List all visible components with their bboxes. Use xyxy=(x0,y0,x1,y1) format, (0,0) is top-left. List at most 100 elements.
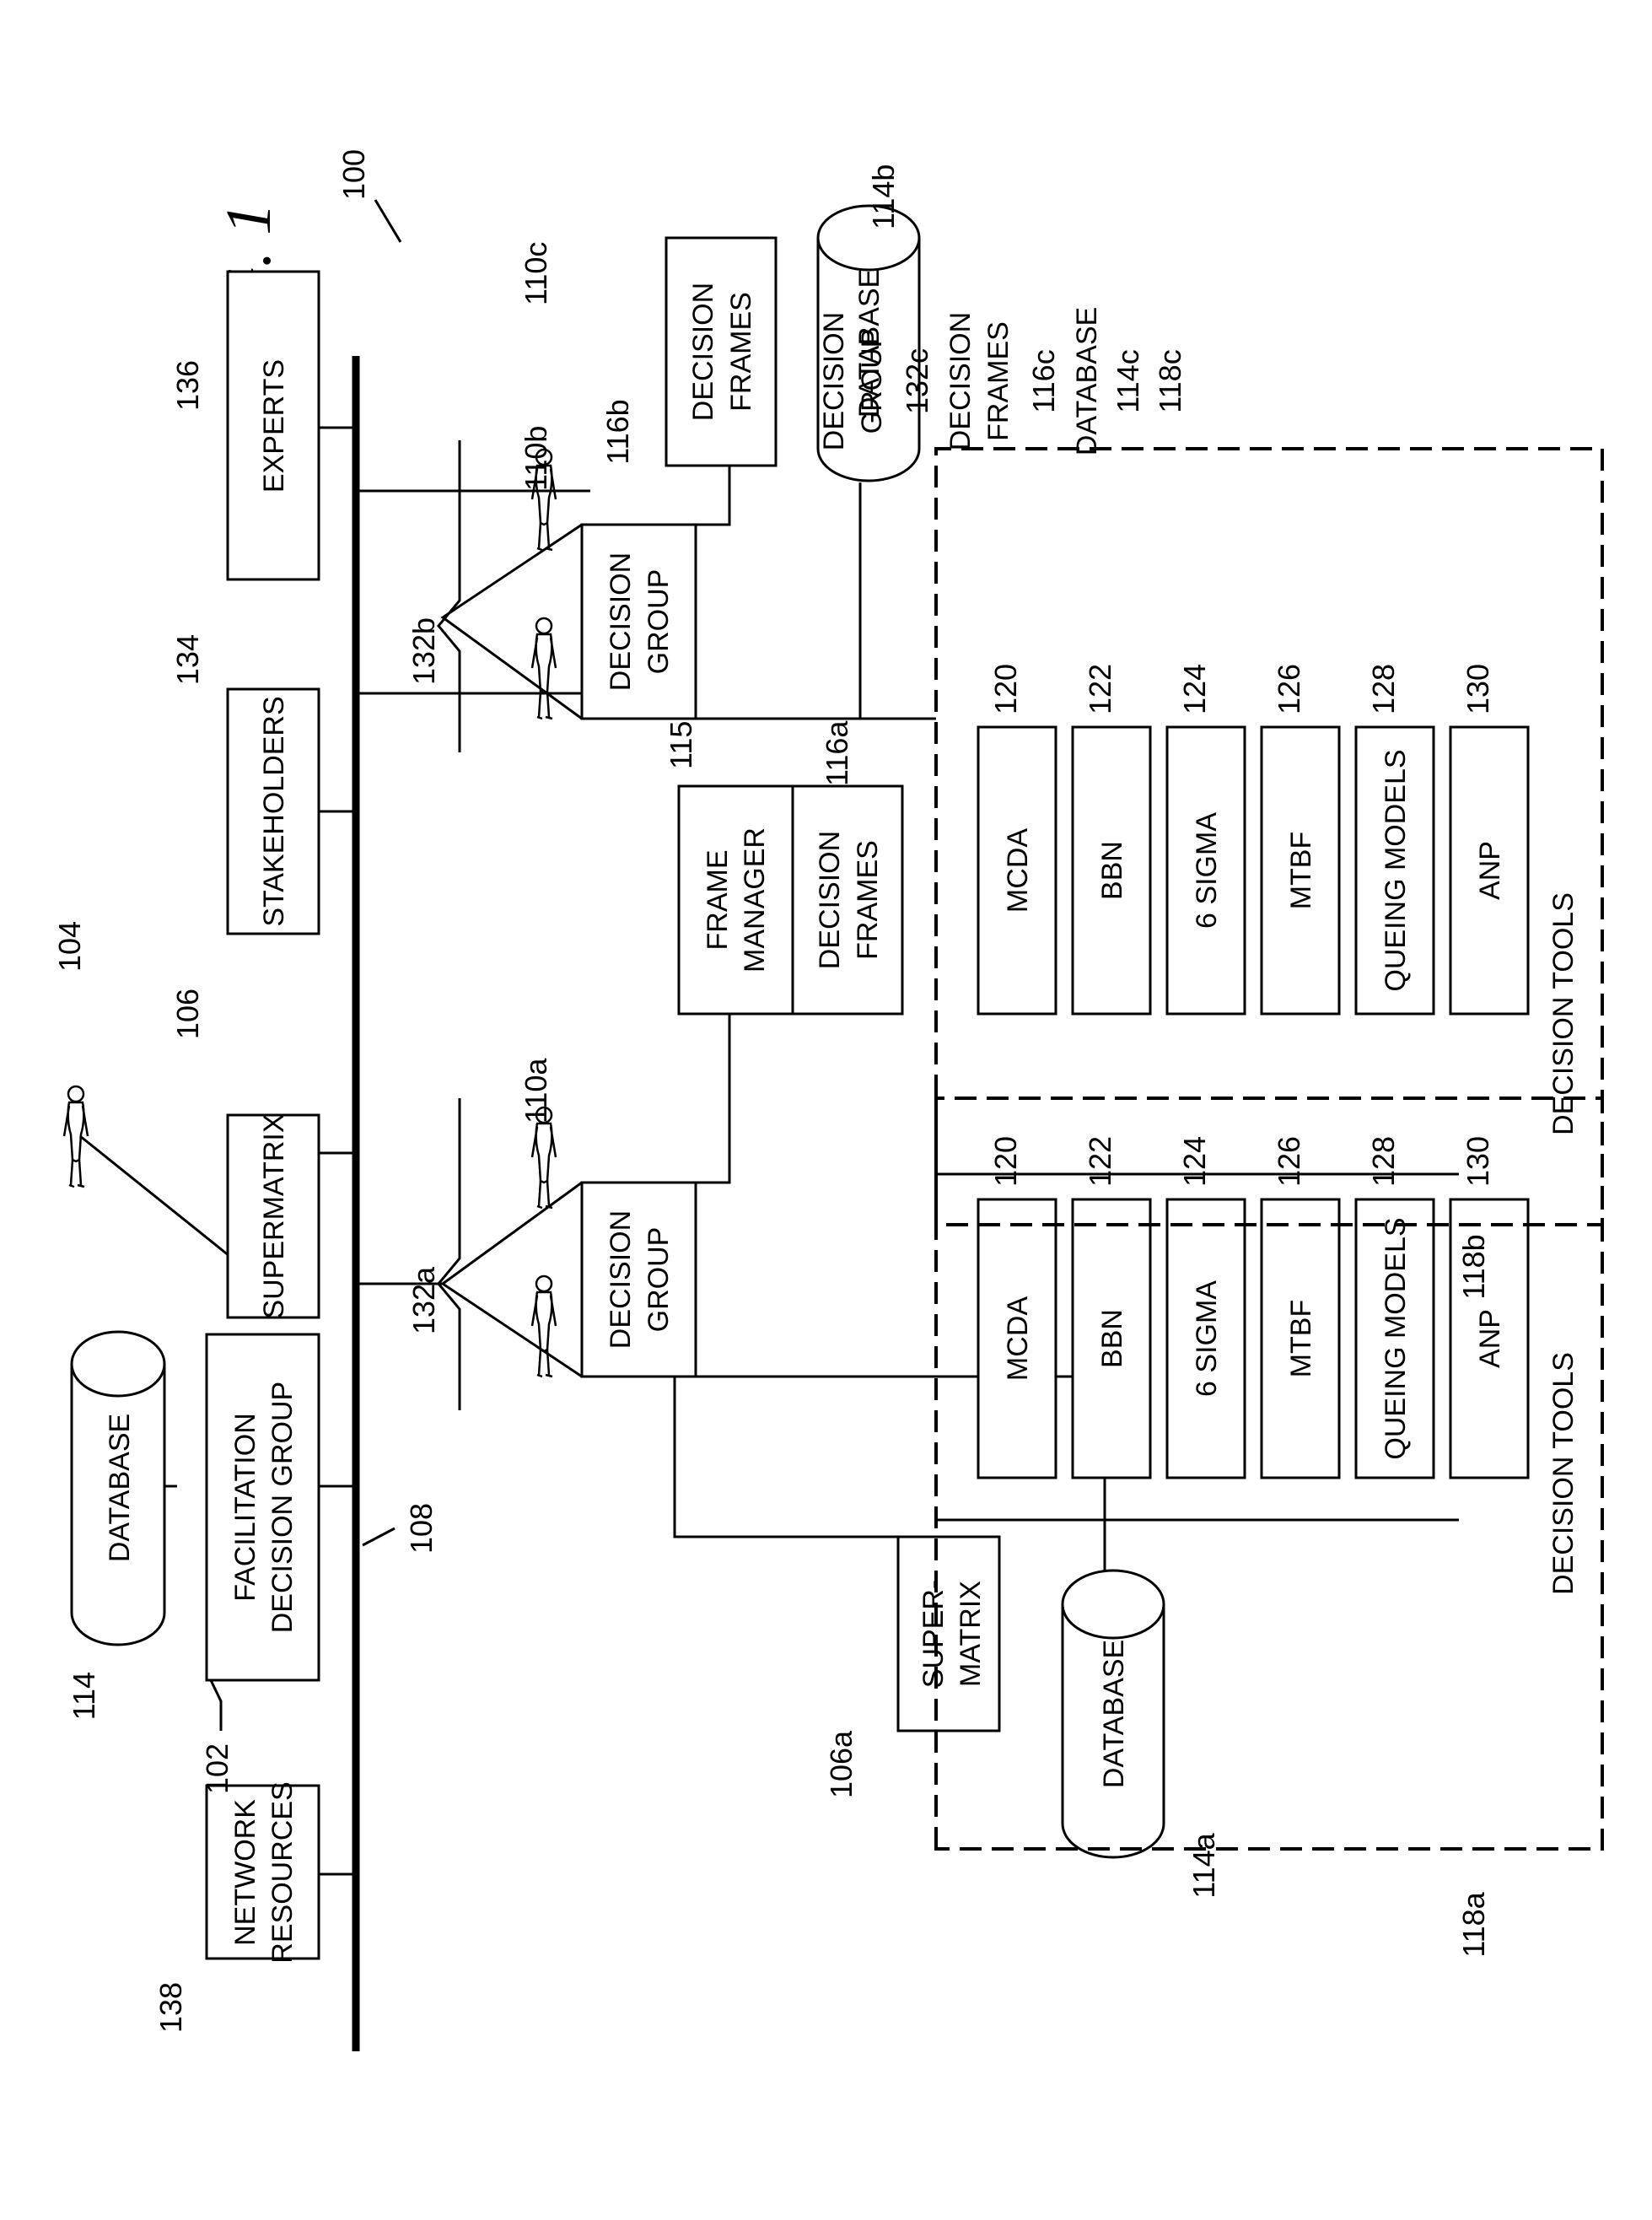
top-connectors xyxy=(319,428,356,1874)
group-a-decision-line2: GROUP xyxy=(643,1227,675,1333)
group-a-people-links xyxy=(443,1183,582,1377)
group-c-frames-line1: DECISION xyxy=(944,312,977,450)
facilitation-line1: FACILITATION xyxy=(229,1413,261,1602)
supermatrix-ref: 106 xyxy=(170,989,205,1039)
group-c-decision-line1: DECISION xyxy=(818,312,850,450)
group-b-decision-frames-box xyxy=(666,238,776,466)
group-b-frames-line2: FRAMES xyxy=(725,292,757,412)
group-a-tools-title: DECISION TOOLS xyxy=(1547,1352,1579,1595)
group-b-frames-connector xyxy=(658,466,729,525)
group-a-tool-3-ref: 124 xyxy=(1177,1136,1212,1187)
group-a-database-label: DATABASE xyxy=(1098,1640,1130,1788)
network-resources-ref: 138 xyxy=(153,1982,188,2033)
group-a-person-1-icon xyxy=(532,1276,556,1377)
group-c-database-ref: 114c xyxy=(1111,349,1145,412)
group-b-frames-ref: 116b xyxy=(600,399,635,464)
group-a-tool-4: MTBF xyxy=(1285,1300,1317,1378)
group-b-decision-ref: 110b xyxy=(519,426,553,491)
group-c-decision-line2: GROUP xyxy=(856,329,888,434)
group-a-frame-manager-box xyxy=(679,786,793,1014)
group-c-people-ref: 132c xyxy=(900,348,934,414)
group-c-tools-ref: 118c xyxy=(1153,349,1187,412)
group-a-people-brace xyxy=(439,1098,460,1410)
experts-ref: 136 xyxy=(170,360,205,411)
group-b-tool-4-ref: 126 xyxy=(1272,664,1306,714)
group-a-supermatrix-ref: 106a xyxy=(824,1730,858,1798)
person-104-link xyxy=(80,1136,238,1263)
group-b-person-1-icon xyxy=(532,618,556,719)
network-resources-line1: NETWORK xyxy=(229,1799,261,1946)
group-c-frames-ref: 116c xyxy=(1026,349,1061,412)
group-b-tool-2-ref: 122 xyxy=(1083,664,1117,714)
group-a-frame-connector xyxy=(658,1014,729,1183)
figure-ref: 100 xyxy=(336,149,371,200)
group-a-frames-line2: FRAMES xyxy=(852,840,884,960)
group-b-tool-5-ref: 128 xyxy=(1366,664,1401,714)
group-b-decision-line1: DECISION xyxy=(605,552,637,691)
group-a-tool-1-ref: 120 xyxy=(988,1136,1023,1187)
bus-ref: 108 xyxy=(404,1503,439,1554)
group-a-frames-line1: DECISION xyxy=(814,831,846,969)
group-c-frames-line2: FRAMES xyxy=(982,321,1014,441)
facilitation-decision-group-box xyxy=(207,1334,319,1680)
group-a-decision-line1: DECISION xyxy=(605,1210,637,1349)
group-b-people-links xyxy=(443,525,582,719)
rotated-drawing: FIG. 1 100 108 NETWORK RESOURCES 138 FAC… xyxy=(52,149,1602,2051)
group-a-decision-ref: 110a xyxy=(519,1058,553,1123)
group-a-tool-2-ref: 122 xyxy=(1083,1136,1117,1187)
group-c-decision-ref: 110c xyxy=(519,242,553,305)
facilitation-ref: 102 xyxy=(200,1743,234,1794)
group-b-tool-3-ref: 124 xyxy=(1177,664,1212,714)
group-a-tool-4-ref: 126 xyxy=(1272,1136,1306,1187)
group-b-tool-2: BBN xyxy=(1096,841,1128,900)
facilitation-ref-leader xyxy=(211,1680,221,1731)
group-c-database-label: DATABASE xyxy=(1071,307,1103,455)
person-104-ref: 104 xyxy=(52,921,87,972)
group-a-supermatrix-connector xyxy=(675,1377,961,1537)
group-a-supermatrix-line1: SUPER- xyxy=(917,1580,950,1688)
group-a-people-ref: 132a xyxy=(406,1266,441,1334)
supermatrix-label: SUPERMATRIX xyxy=(258,1113,290,1318)
group-b-database-ref: 114b xyxy=(866,164,901,229)
group-a-frame-manager-line1: FRAME xyxy=(702,850,734,951)
group-a-decision-frames-box xyxy=(793,786,902,1014)
top-database-label: DATABASE xyxy=(104,1414,136,1562)
group-b-people-ref: 132b xyxy=(406,617,441,685)
group-b-decision-group-box xyxy=(582,525,696,719)
group-a-decision-group-box xyxy=(582,1183,696,1377)
top-database-ref: 114 xyxy=(67,1672,101,1720)
group-a-tool-5: QUEING MODELS xyxy=(1380,1217,1412,1459)
group-b-decision-line2: GROUP xyxy=(643,569,675,675)
group-a-frames-ref: 116a xyxy=(820,720,854,786)
facilitation-line2: DECISION GROUP xyxy=(266,1382,299,1633)
stakeholders-ref: 134 xyxy=(170,634,205,685)
group-b-tool-6-ref: 130 xyxy=(1461,664,1495,714)
experts-label: EXPERTS xyxy=(258,359,290,493)
group-a-database-ref: 114a xyxy=(1187,1832,1221,1898)
group-b-tools xyxy=(978,727,1528,1014)
group-b-frames-line1: DECISION xyxy=(687,283,719,421)
group-a-frame-manager-line2: MANAGER xyxy=(739,827,771,973)
group-b-tool-4: MTBF xyxy=(1285,832,1317,910)
group-b-tool-3: 6 SIGMA xyxy=(1191,812,1223,929)
group-a-tool-5-ref: 128 xyxy=(1366,1136,1401,1187)
group-b-tool-5: QUEING MODELS xyxy=(1380,749,1412,991)
group-b-tools-ref: 118b xyxy=(1456,1234,1491,1299)
group-a-tools-ref: 118a xyxy=(1456,1891,1491,1957)
facilitator-person-icon xyxy=(64,1086,88,1187)
network-resources-line2: RESOURCES xyxy=(266,1781,299,1963)
group-b-tool-6: ANP xyxy=(1474,841,1506,900)
group-a-supermatrix-line2: MATRIX xyxy=(955,1581,987,1687)
network-resources-box xyxy=(207,1786,319,1959)
group-b-tool-1-ref: 120 xyxy=(988,664,1023,714)
figure-ref-arrow xyxy=(375,200,401,242)
group-b-tool-1: MCDA xyxy=(1002,828,1034,913)
bus-ref-leader xyxy=(363,1528,395,1545)
group-a-tool-2: BBN xyxy=(1096,1309,1128,1368)
group-a-tools xyxy=(978,1199,1528,1478)
group-b-tools-title: DECISION TOOLS xyxy=(1547,892,1579,1135)
group-a-tool-3: 6 SIGMA xyxy=(1191,1280,1223,1397)
group-b-people-brace xyxy=(439,440,460,752)
group-a-tool-6: ANP xyxy=(1474,1309,1506,1368)
